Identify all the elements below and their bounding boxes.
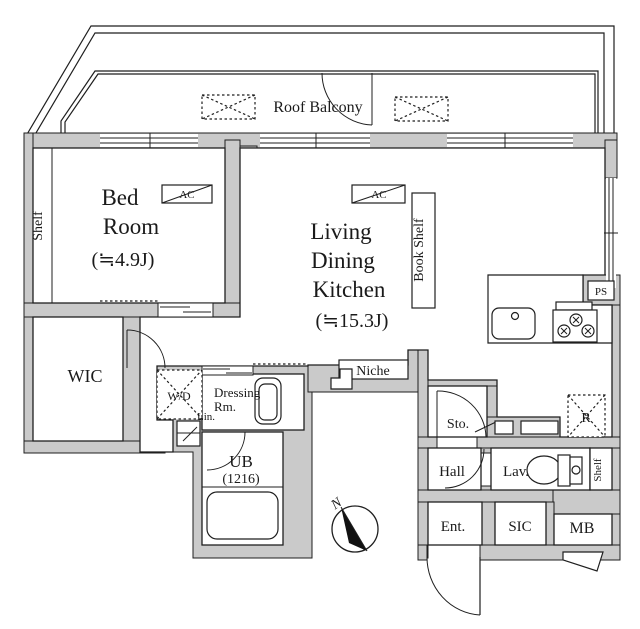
book-shelf-box <box>411 192 436 309</box>
lav-door <box>444 448 485 489</box>
ub-label: UB <box>229 452 253 471</box>
wic-floor <box>32 316 124 442</box>
ldk-label-1: Living <box>310 219 372 244</box>
roof-balcony-label: Roof Balcony <box>273 99 362 116</box>
sic-label: SIC <box>508 519 531 535</box>
bedroom-label-2: Room <box>103 214 159 239</box>
ldk-label-3: Kitchen <box>313 277 386 302</box>
bedroom-shelf-label: Shelf <box>31 211 46 241</box>
ub-size-label: (1216) <box>222 472 260 487</box>
counter-shelf-2 <box>520 420 559 435</box>
dressing-label-2: Rm. <box>214 399 236 414</box>
bedroom-ac-unit <box>161 184 213 204</box>
bedroom-sliding-door <box>100 300 214 318</box>
mb-flap <box>562 551 604 572</box>
wall-notch <box>330 368 353 390</box>
kitchen-sink <box>491 307 536 340</box>
compass <box>331 505 379 553</box>
ldk-size: (≒15.3J) <box>316 310 389 332</box>
mb-label: MB <box>570 520 595 537</box>
fridge-label: R <box>581 411 591 426</box>
wd-label: W/D <box>167 389 191 403</box>
ent-label: Ent. <box>441 519 466 535</box>
wic-door <box>126 329 166 369</box>
niche-label: Niche <box>356 364 389 379</box>
washer-dryer-space <box>156 369 203 420</box>
balcony-door <box>321 72 373 126</box>
fridge-space <box>567 394 606 438</box>
hall-label: Hall <box>439 464 465 480</box>
bedroom-floor <box>32 147 226 304</box>
book-shelf-label: Book Shelf <box>412 218 427 282</box>
sto-door <box>436 390 499 438</box>
dressing-floor <box>201 373 305 431</box>
bedroom-size: (≒4.9J) <box>92 249 155 271</box>
sic-floor <box>494 501 547 546</box>
dressing-label-1: Dressing <box>214 385 261 400</box>
kitchen-counter <box>487 274 613 344</box>
bedroom-ac-label: AC <box>179 189 194 201</box>
entrance-door <box>426 556 481 616</box>
bedroom-label-1: Bed <box>101 185 139 210</box>
toilet <box>526 454 583 487</box>
lav-label: Lav. <box>503 464 529 480</box>
niche-box <box>338 359 409 380</box>
balcony-hatch-left <box>201 94 256 120</box>
linen-shelf <box>176 420 201 447</box>
ps-box <box>587 280 615 301</box>
ldk-label-2: Dining <box>311 248 375 273</box>
ldk-ac-unit <box>351 184 406 204</box>
counter-shelf-1 <box>494 420 514 435</box>
ldk-ac-label: AC <box>371 189 386 201</box>
lin-label: Lin. <box>197 411 215 423</box>
bathtub <box>202 486 283 540</box>
dressing-sliding-door <box>201 363 306 376</box>
dressing-basin <box>254 377 282 425</box>
ent-floor <box>427 501 483 546</box>
lav-shelf-label: Shelf <box>592 458 604 482</box>
balcony-hatch-right <box>394 96 449 122</box>
balcony-outline <box>25 25 615 141</box>
mb-floor <box>553 513 613 546</box>
windows <box>100 133 618 288</box>
sto-label: Sto. <box>447 417 469 432</box>
ub-door <box>206 431 246 471</box>
wic-label: WIC <box>68 366 103 386</box>
hall-floor <box>427 447 482 491</box>
kitchen-faucet <box>510 311 520 321</box>
stove-burners <box>557 313 595 338</box>
ps-label: PS <box>595 286 607 298</box>
stove-panel <box>555 301 593 311</box>
